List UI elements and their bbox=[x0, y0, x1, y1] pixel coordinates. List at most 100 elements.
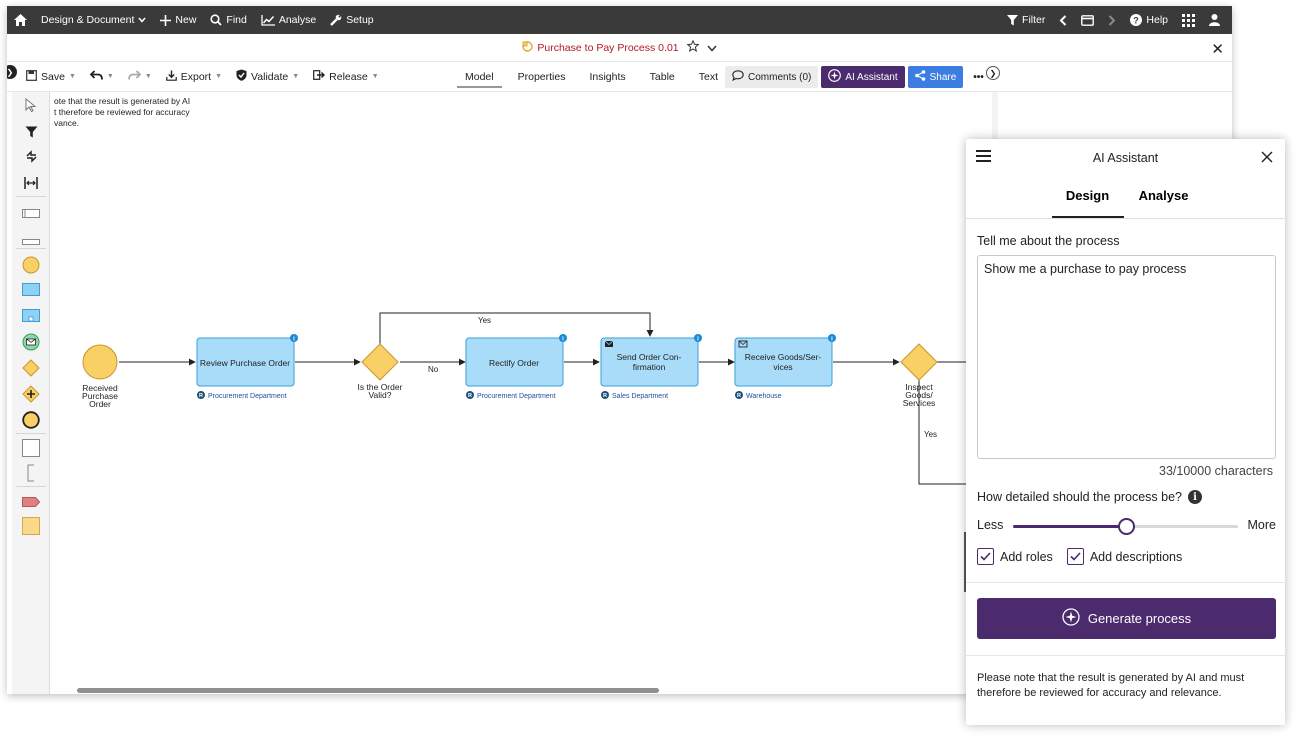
tab-insights[interactable]: Insights bbox=[589, 71, 626, 83]
gateway-is-order-valid[interactable]: Is the Order Valid? bbox=[358, 343, 403, 400]
undo-button[interactable]: ▼ bbox=[83, 70, 121, 83]
sequence-flow-yes[interactable] bbox=[918, 380, 967, 485]
lane-icon bbox=[22, 232, 40, 250]
end-event-shape[interactable] bbox=[12, 411, 50, 434]
comments-label: Comments (0) bbox=[748, 71, 812, 83]
model-canvas[interactable]: ote that the result is generated by AI t… bbox=[7, 92, 992, 694]
user-icon bbox=[1209, 14, 1220, 26]
back-button[interactable] bbox=[1052, 14, 1074, 26]
note-shape[interactable] bbox=[12, 517, 50, 540]
character-counter: 33/10000 characters bbox=[1159, 464, 1273, 478]
space-tool[interactable] bbox=[12, 176, 50, 194]
add-descriptions-checkbox[interactable]: Add descriptions bbox=[1066, 548, 1183, 565]
task-send-order-confirmation[interactable]: Send Order Con- firmation i R Sales Depa… bbox=[600, 334, 702, 400]
add-roles-checkbox[interactable]: Add roles bbox=[977, 548, 1053, 565]
event-shape[interactable] bbox=[12, 256, 50, 279]
chevron-down-icon[interactable] bbox=[707, 41, 717, 55]
task-receive-goods-services[interactable]: Receive Goods/Ser- vices i R Warehouse bbox=[734, 334, 836, 400]
favorite-star-icon[interactable] bbox=[686, 39, 700, 55]
info-icon[interactable]: i bbox=[1188, 490, 1202, 504]
document-title: Purchase to Pay Process 0.01 bbox=[522, 40, 679, 55]
info-icon[interactable] bbox=[290, 334, 298, 342]
hamburger-menu-icon[interactable] bbox=[976, 150, 991, 165]
user-button[interactable] bbox=[1202, 14, 1232, 26]
tab-properties[interactable]: Properties bbox=[517, 71, 566, 83]
validate-button[interactable]: Validate ▼ bbox=[229, 69, 306, 84]
gateway-label-line: Goods/ bbox=[905, 390, 933, 400]
add-descriptions-label: Add descriptions bbox=[1089, 549, 1183, 564]
analyse-button[interactable]: Analyse bbox=[254, 14, 323, 26]
pointer-tool[interactable] bbox=[12, 97, 50, 117]
end-event-icon bbox=[22, 411, 40, 434]
sequence-flow-yes[interactable] bbox=[379, 312, 654, 344]
expand-palette-icon[interactable]: ❯ bbox=[7, 65, 17, 79]
connector-arrows-icon bbox=[25, 150, 38, 168]
ai-sparkle-icon bbox=[1062, 608, 1080, 629]
connect-tool[interactable] bbox=[12, 150, 50, 168]
slider-thumb[interactable] bbox=[1117, 518, 1135, 535]
gateway-shape[interactable] bbox=[12, 359, 50, 382]
role-badge-letter: R bbox=[468, 393, 472, 399]
info-icon[interactable] bbox=[828, 334, 836, 342]
home-button[interactable] bbox=[7, 14, 34, 26]
checkbox-checked-icon bbox=[977, 548, 994, 565]
tab-design[interactable]: Design bbox=[1051, 177, 1124, 218]
slider-track[interactable] bbox=[1013, 518, 1238, 535]
horizontal-scrollbar[interactable] bbox=[77, 688, 659, 693]
export-button[interactable]: Export ▼ bbox=[159, 70, 229, 84]
forward-button[interactable] bbox=[1101, 14, 1123, 26]
data-object-shape[interactable] bbox=[12, 494, 50, 512]
window-button[interactable] bbox=[1074, 14, 1101, 26]
setup-button[interactable]: Setup bbox=[323, 14, 380, 26]
prompt-input[interactable]: Show me a purchase to pay process bbox=[977, 255, 1276, 459]
divider bbox=[966, 582, 1285, 583]
message-event-shape[interactable] bbox=[12, 333, 50, 356]
save-button[interactable]: Save ▼ bbox=[19, 69, 83, 84]
detail-level-label: How detailed should the process be? i bbox=[977, 490, 1202, 504]
filter-tool[interactable] bbox=[12, 125, 50, 143]
receive-message-icon bbox=[738, 340, 748, 348]
pool-shape[interactable] bbox=[12, 205, 50, 223]
tab-table[interactable]: Table bbox=[649, 71, 675, 83]
new-button[interactable]: New bbox=[153, 14, 203, 26]
task-review-purchase-order[interactable]: Review Purchase Order i R Procurement De… bbox=[196, 334, 298, 400]
expand-sidebar-icon[interactable]: ❯ bbox=[986, 66, 1000, 80]
role-label: Sales Department bbox=[612, 393, 668, 400]
ai-panel-title: AI Assistant bbox=[1092, 151, 1159, 165]
info-icon[interactable] bbox=[694, 334, 702, 342]
role-badge-icon bbox=[197, 391, 205, 399]
pool-icon bbox=[22, 205, 40, 223]
subprocess-shape[interactable] bbox=[12, 309, 50, 327]
start-event[interactable] bbox=[82, 344, 118, 380]
apps-grid-button[interactable] bbox=[1175, 13, 1202, 27]
tab-text[interactable]: Text bbox=[698, 71, 719, 83]
task-rectify-order[interactable]: Rectify Order i R Procurement Department bbox=[465, 334, 567, 400]
design-document-menu[interactable]: Design & Document bbox=[34, 14, 153, 26]
close-document-icon[interactable]: ✕ bbox=[1211, 41, 1224, 58]
lane-shape[interactable] bbox=[12, 232, 50, 250]
comments-button[interactable]: Comments (0) bbox=[725, 66, 819, 88]
toolbar-actions: Comments (0) AI Assistant Share ••• ▼ bbox=[725, 66, 1002, 88]
gateway-inspect-goods[interactable]: Inspect Goods/ Services bbox=[900, 343, 938, 408]
redo-button[interactable]: ▼ bbox=[121, 70, 159, 83]
generate-process-button[interactable]: Generate process bbox=[977, 598, 1276, 639]
annotation-shape[interactable] bbox=[12, 464, 50, 487]
tab-analyse[interactable]: Analyse bbox=[1138, 188, 1189, 203]
tab-model[interactable]: Model bbox=[457, 66, 502, 88]
task-shape[interactable] bbox=[12, 283, 50, 301]
share-button[interactable]: Share bbox=[907, 66, 964, 88]
find-button[interactable]: Find bbox=[203, 14, 253, 26]
ai-assistant-button[interactable]: AI Assistant bbox=[821, 66, 905, 88]
help-button[interactable]: ? Help bbox=[1123, 14, 1175, 26]
info-icon[interactable] bbox=[559, 334, 567, 342]
release-button[interactable]: Release ▼ bbox=[306, 70, 385, 83]
filter-button[interactable]: Filter bbox=[1000, 14, 1052, 26]
top-navigation-right: Filter ? Help bbox=[1000, 13, 1232, 27]
ai-assistant-label: AI Assistant bbox=[845, 71, 898, 83]
group-shape[interactable] bbox=[12, 439, 50, 462]
parallel-gateway-shape[interactable] bbox=[12, 385, 50, 408]
role-label: Procurement Department bbox=[477, 393, 556, 400]
close-icon[interactable] bbox=[1261, 148, 1273, 168]
question-icon: ? bbox=[1130, 14, 1143, 26]
gateway-label-line: Valid? bbox=[369, 390, 392, 400]
